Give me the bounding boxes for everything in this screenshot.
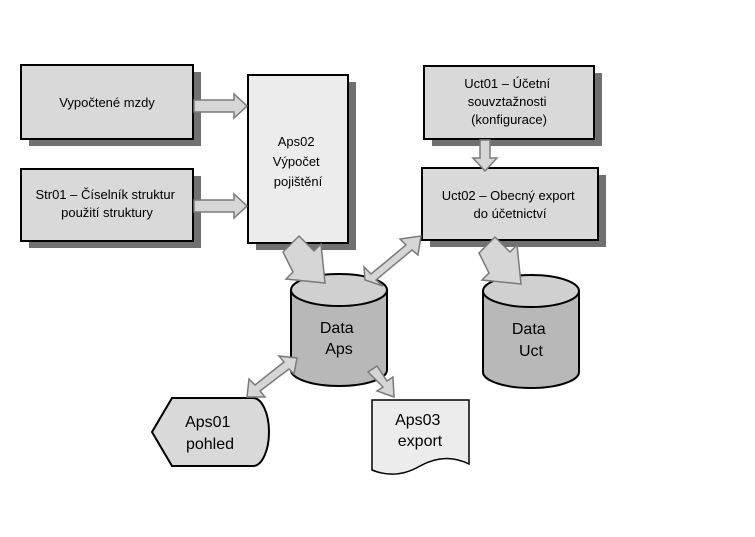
node-line: pohled [186,436,234,453]
node-data-uct: Data Uct [482,274,580,389]
node-line: Data [512,321,546,338]
node-label-vypoctene-mzdy: Vypočtené mzdy [59,95,155,110]
node-line: souvztažnosti [468,94,547,109]
node-line: Uct01 – Účetní [464,76,550,91]
node-aps01: Aps01 pohled [150,397,270,467]
node-line: pojištění [274,174,323,189]
node-label-aps02: Aps02 Výpočet pojištění [273,134,324,189]
node-line: Aps03 [395,412,440,429]
arrow-str01-to-aps02 [193,192,249,220]
node-line: Vypočtené mzdy [59,95,155,110]
arrow-uct02-to-data-uct [478,235,522,285]
arrow-uct01-to-uct02 [471,139,499,173]
node-line: Výpočet [273,154,320,169]
node-line: Uct [519,343,544,360]
node-line: Aps02 [278,134,315,149]
node-line: Str01 – Číselník struktur [35,187,175,202]
node-label-uct01: Uct01 – Účetní souvztažnosti (konfigurac… [464,76,554,127]
node-label-str01: Str01 – Číselník struktur použití strukt… [35,187,178,220]
node-label-data-aps: Data Aps [320,320,358,358]
node-line: do účetnictví [474,206,547,221]
node-str01: Str01 – Číselník struktur použití strukt… [20,168,201,248]
node-line: Aps [325,341,353,358]
node-label-aps01: Aps01 pohled [185,414,235,453]
node-line: (konfigurace) [471,112,547,127]
arrow-data-aps-to-aps03 [366,364,395,399]
node-line: Aps01 [185,414,230,431]
arrows [193,92,522,399]
arrow-mzdy-to-aps02 [193,92,249,120]
node-line: Data [320,320,354,337]
node-vypoctene-mzdy: Vypočtené mzdy [20,64,201,146]
node-uct02: Uct02 – Obecný export do účetnictví [421,167,606,247]
arrow-data-aps-aps01 [246,355,298,398]
node-label-data-uct: Data Uct [512,321,550,360]
arrow-aps02-to-data-aps [282,234,326,284]
arrow-data-aps-uct02 [363,235,422,287]
node-uct01: Uct01 – Účetní souvztažnosti (konfigurac… [423,65,602,146]
node-line: export [398,433,443,450]
node-line: použití struktury [61,205,153,220]
node-line: Uct02 – Obecný export [442,188,575,203]
node-aps02: Aps02 Výpočet pojištění [247,74,356,250]
node-label-uct02: Uct02 – Obecný export do účetnictví [442,188,579,221]
node-aps03: Aps03 export [371,399,470,475]
node-label-aps03: Aps03 export [395,412,445,450]
